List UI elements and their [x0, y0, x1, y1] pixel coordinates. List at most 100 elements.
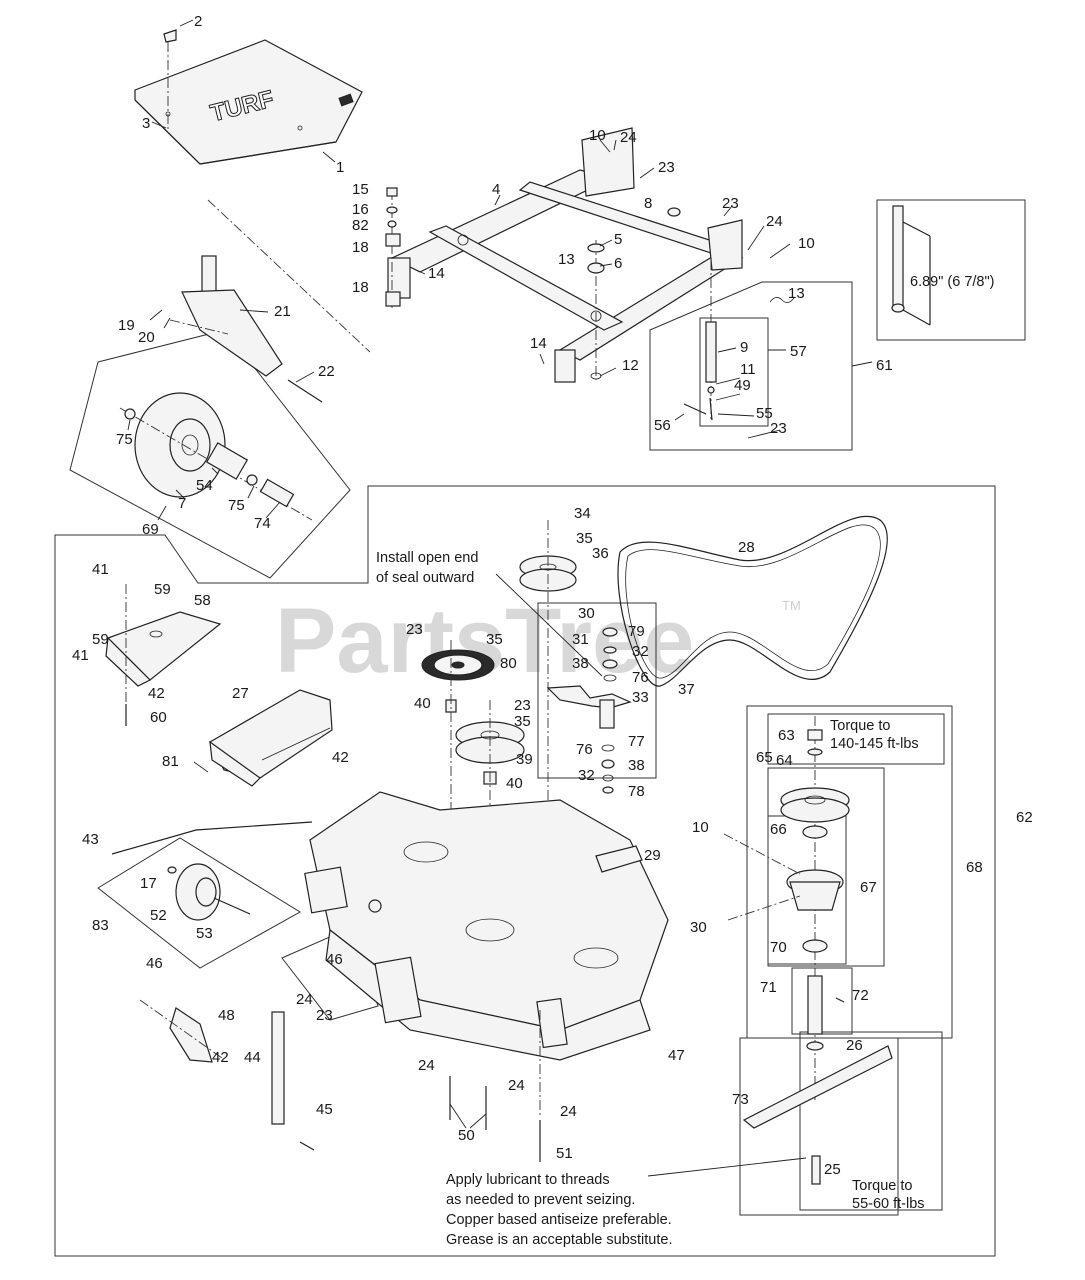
callout-24-c: 24 [296, 991, 313, 1008]
callout-36: 36 [592, 545, 609, 562]
callout-65: 65 [756, 749, 773, 766]
note-seal-2: of seal outward [376, 570, 474, 586]
callout-50: 50 [458, 1127, 475, 1144]
group-box-57 [699, 317, 769, 427]
pin-44 [271, 1011, 315, 1151]
spindle-assembly [723, 716, 850, 1100]
callout-17: 17 [140, 875, 157, 892]
bolt-22 [287, 379, 323, 403]
bracket-48 [139, 999, 223, 1063]
callout-24-e: 24 [508, 1077, 525, 1094]
note-lubricant-4: Grease is an acceptable substitute. [446, 1232, 673, 1248]
callout-33: 33 [632, 689, 649, 706]
callout-63: 63 [778, 727, 795, 744]
callout-77: 77 [628, 733, 645, 750]
drive-belt [617, 515, 888, 687]
height-pin [683, 260, 795, 421]
spindle-pulley-80 [421, 640, 495, 920]
note-lubricant-1: Apply lubricant to threads [446, 1172, 610, 1188]
group-box-37 [537, 602, 657, 779]
callout-49: 49 [734, 377, 751, 394]
group-box-main [54, 485, 996, 1257]
callout-64: 64 [776, 752, 793, 769]
callout-15: 15 [352, 181, 369, 198]
callout-23-b: 23 [722, 195, 739, 212]
callout-20: 20 [138, 329, 155, 346]
callout-14-b: 14 [530, 335, 547, 352]
callout-11: 11 [740, 361, 756, 378]
callout-2: 2 [194, 13, 202, 30]
callout-40-a: 40 [414, 695, 431, 712]
bushing-stack [385, 187, 681, 380]
callout-23-e: 23 [514, 697, 531, 714]
callout-1: 1 [336, 159, 344, 176]
callout-16: 16 [352, 201, 369, 218]
callout-35-c: 35 [514, 713, 531, 730]
callout-32-a: 32 [632, 643, 649, 660]
callout-69: 69 [142, 521, 159, 538]
callout-44: 44 [244, 1049, 261, 1066]
callout-labels: 1 2 3 4 5 6 7 8 9 10 10 10 11 12 13 13 1… [72, 13, 1033, 1178]
callout-59-b: 59 [92, 631, 109, 648]
callout-51: 51 [556, 1145, 573, 1162]
callout-23-f: 23 [316, 1007, 333, 1024]
callout-48: 48 [218, 1007, 235, 1024]
note-lubricant-3: Copper based antiseize preferable. [446, 1212, 672, 1228]
callout-74: 74 [254, 515, 271, 532]
dimension-box [876, 199, 1026, 341]
callout-72: 72 [852, 987, 869, 1004]
callout-42-b: 42 [332, 749, 349, 766]
callout-10-c: 10 [692, 819, 709, 836]
callout-37: 37 [678, 681, 695, 698]
callout-31: 31 [572, 631, 589, 648]
spring-29 [595, 845, 643, 873]
callout-24-d: 24 [418, 1057, 435, 1074]
group-box-73 [739, 1037, 899, 1216]
callout-23-a: 23 [658, 159, 675, 176]
frame-assembly [387, 127, 744, 383]
trademark: TM [782, 598, 801, 613]
callout-42-a: 42 [148, 685, 165, 702]
group-box-25 [799, 1031, 943, 1211]
callout-66: 66 [770, 821, 787, 838]
deflector-bracket [105, 584, 222, 726]
mower-deck [304, 791, 669, 1061]
callout-3: 3 [142, 115, 150, 132]
callout-81: 81 [162, 753, 179, 770]
callout-39: 39 [516, 751, 533, 768]
callout-32-b: 32 [578, 767, 595, 784]
group-box-69 [69, 329, 351, 579]
callout-41-b: 41 [72, 647, 89, 664]
callout-40-b: 40 [506, 775, 523, 792]
callout-14-a: 14 [428, 265, 445, 282]
spindle-pulley-39 [455, 700, 525, 870]
note-torque-top-1: Torque to [830, 718, 890, 734]
callout-53: 53 [196, 925, 213, 942]
callout-46-a: 46 [146, 955, 163, 972]
callout-29: 29 [644, 847, 661, 864]
callout-41-a: 41 [92, 561, 109, 578]
callout-24-b: 24 [766, 213, 783, 230]
note-lubricant-2: as needed to prevent seizing. [446, 1192, 635, 1208]
callout-68: 68 [966, 859, 983, 876]
callout-80: 80 [500, 655, 517, 672]
group-box-83 [97, 837, 301, 969]
callout-27: 27 [232, 685, 249, 702]
callout-58: 58 [194, 592, 211, 609]
leader-lines [127, 19, 873, 521]
callout-79: 79 [628, 623, 645, 640]
callout-30-b: 30 [690, 919, 707, 936]
callout-47: 47 [668, 1047, 685, 1064]
callout-78: 78 [628, 783, 645, 800]
callout-12: 12 [622, 357, 639, 374]
notes: Install open end of seal outward Torque … [376, 274, 994, 1248]
callout-59-a: 59 [154, 581, 171, 598]
callout-10-b: 10 [798, 235, 815, 252]
callout-60: 60 [150, 709, 167, 726]
dimension-pin [891, 205, 931, 326]
callout-71: 71 [760, 979, 777, 996]
callout-28: 28 [738, 539, 755, 556]
callout-38-b: 38 [628, 757, 645, 774]
note-torque-bottom-1: Torque to [852, 1178, 912, 1194]
idler-pulley-36 [519, 520, 577, 900]
